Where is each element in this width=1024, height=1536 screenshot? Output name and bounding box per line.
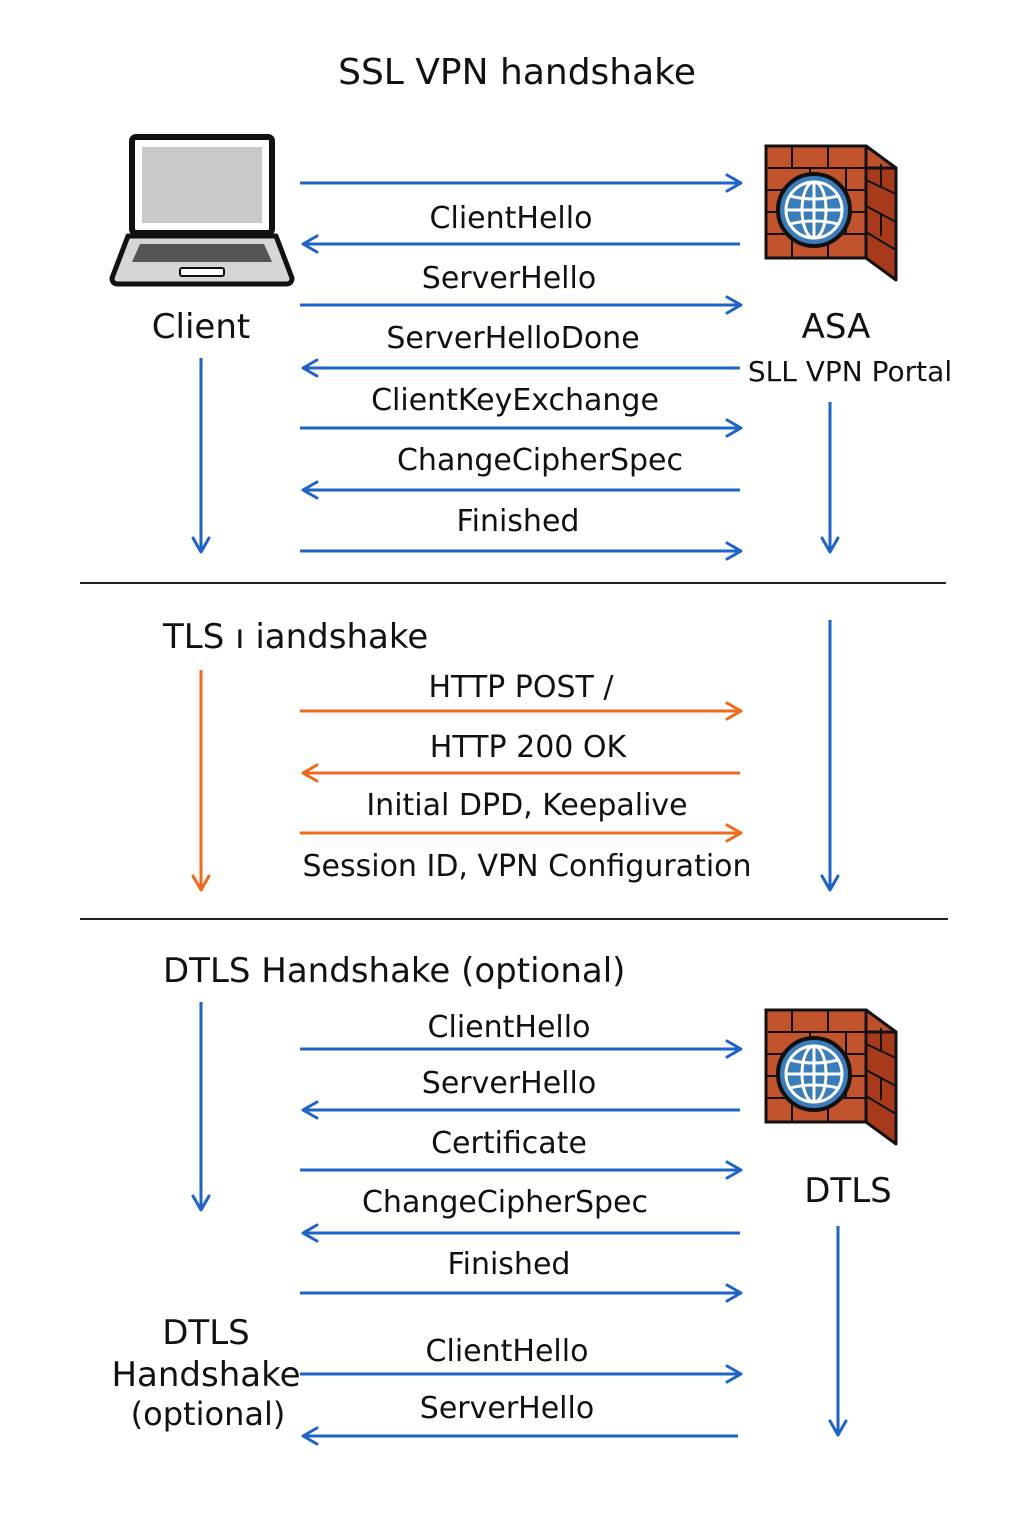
dtls2-heading-line: DTLS (162, 1313, 249, 1353)
message-label: Initial DPD, Keepalive (366, 788, 687, 823)
message-label: ChangeCipherSpec (397, 443, 683, 478)
dtls-heading: DTLS Handshake (optional) (163, 951, 625, 991)
dtls2-heading-line: (optional) (131, 1395, 286, 1433)
message-label: ServerHello (422, 261, 596, 296)
client-label: Client (152, 307, 250, 347)
laptop-icon (109, 134, 295, 287)
dtls-firewall-icon (766, 1010, 896, 1144)
firewall-icon (766, 146, 896, 280)
message-label: Session ID, VPN Configuration (302, 849, 751, 884)
dtls-server-label: DTLS (804, 1171, 891, 1211)
tls-messages: HTTP POST / HTTP 200 OK Initial DPD, Kee… (300, 670, 752, 884)
message-label: Certificate (431, 1126, 587, 1161)
message-label: ServerHelloDone (386, 321, 639, 356)
message-label: ClientHello (428, 1010, 591, 1045)
message-label: Finished (448, 1247, 571, 1282)
diagram-title: SSL VPN handshake (338, 52, 696, 93)
message-label: ClientHello (426, 1334, 589, 1369)
message-label: ClientHello (430, 201, 593, 236)
server-label: ASA (802, 307, 871, 347)
message-label: Finished (457, 504, 580, 539)
message-label: ServerHello (420, 1391, 594, 1426)
server-sublabel: SLL VPN Portal (748, 355, 952, 388)
message-label: ClientKeyExchange (371, 383, 659, 418)
message-label: HTTP POST / (428, 670, 614, 705)
dtls2-messages: ClientHello ServerHello (300, 1334, 743, 1446)
message-label: HTTP 200 OK (430, 730, 628, 765)
dtls2-heading-line: Handshake (111, 1355, 300, 1395)
tls-heading: TLS ı iandshake (162, 617, 428, 657)
dtls-messages: ClientHello ServerHello Certificate Chan… (300, 1010, 743, 1303)
ssl-messages: ClientHello ServerHello ServerHelloDone … (300, 173, 743, 561)
message-label: ServerHello (422, 1066, 596, 1101)
message-label: ChangeCipherSpec (362, 1185, 648, 1220)
